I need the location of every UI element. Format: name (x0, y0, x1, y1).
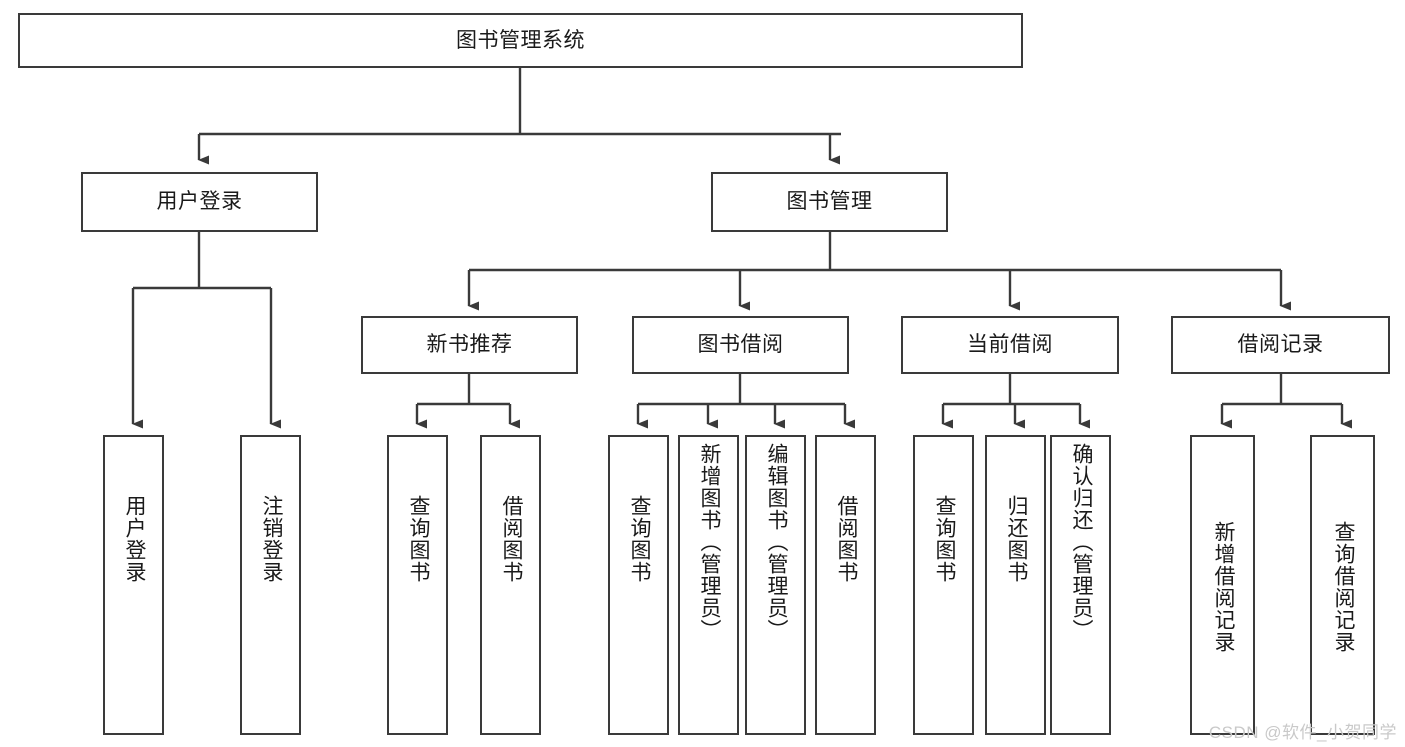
leaf-borrow-book-newbook[interactable]: 借阅图书 (480, 435, 541, 735)
leaf-logout-login[interactable]: 注销登录 (240, 435, 301, 735)
leaf-user-login-label: 用户登录 (122, 495, 146, 583)
leaf-confirm-return-admin[interactable]: 确认归还（管理员） (1050, 435, 1111, 735)
node-book-borrow[interactable]: 图书借阅 (632, 316, 849, 374)
leaf-borrow-book-newbook-label: 借阅图书 (499, 495, 523, 583)
leaf-query-book-borrow[interactable]: 查询图书 (608, 435, 669, 735)
leaf-edit-book-admin-label: 编辑图书（管理员） (764, 443, 788, 641)
leaf-query-book-newbook-label: 查询图书 (406, 495, 430, 583)
node-user-login[interactable]: 用户登录 (81, 172, 318, 232)
node-borrow-record[interactable]: 借阅记录 (1171, 316, 1390, 374)
leaf-add-borrow-record-label: 新增借阅记录 (1211, 521, 1235, 653)
node-current-borrow-label: 当前借阅 (967, 333, 1053, 357)
node-root[interactable]: 图书管理系统 (18, 13, 1023, 68)
leaf-return-book[interactable]: 归还图书 (985, 435, 1046, 735)
node-book-management-label: 图书管理 (786, 190, 873, 214)
leaf-add-book-admin[interactable]: 新增图书（管理员） (678, 435, 739, 735)
leaf-borrow-book-borrow-label: 借阅图书 (834, 495, 858, 583)
node-new-book-recommend-label: 新书推荐 (426, 333, 513, 357)
leaf-query-book-current[interactable]: 查询图书 (913, 435, 974, 735)
node-book-borrow-label: 图书借阅 (697, 333, 784, 357)
leaf-user-login[interactable]: 用户登录 (103, 435, 164, 735)
leaf-add-borrow-record[interactable]: 新增借阅记录 (1190, 435, 1255, 735)
watermark: CSDN @软件_小贺同学 (1208, 723, 1397, 742)
leaf-borrow-book-borrow[interactable]: 借阅图书 (815, 435, 876, 735)
node-new-book-recommend[interactable]: 新书推荐 (361, 316, 578, 374)
leaf-query-borrow-record[interactable]: 查询借阅记录 (1310, 435, 1375, 735)
leaf-query-book-current-label: 查询图书 (932, 495, 956, 583)
leaf-edit-book-admin[interactable]: 编辑图书（管理员） (745, 435, 806, 735)
node-current-borrow[interactable]: 当前借阅 (901, 316, 1119, 374)
node-root-label: 图书管理系统 (456, 28, 585, 52)
node-borrow-record-label: 借阅记录 (1237, 333, 1324, 357)
node-book-management[interactable]: 图书管理 (711, 172, 948, 232)
leaf-confirm-return-admin-label: 确认归还（管理员） (1069, 443, 1093, 641)
leaf-query-book-borrow-label: 查询图书 (627, 495, 651, 583)
node-user-login-label: 用户登录 (156, 190, 243, 214)
leaf-query-borrow-record-label: 查询借阅记录 (1331, 521, 1355, 653)
leaf-logout-login-label: 注销登录 (259, 495, 283, 583)
leaf-add-book-admin-label: 新增图书（管理员） (697, 443, 721, 641)
leaf-query-book-newbook[interactable]: 查询图书 (387, 435, 448, 735)
leaf-return-book-label: 归还图书 (1004, 495, 1028, 583)
